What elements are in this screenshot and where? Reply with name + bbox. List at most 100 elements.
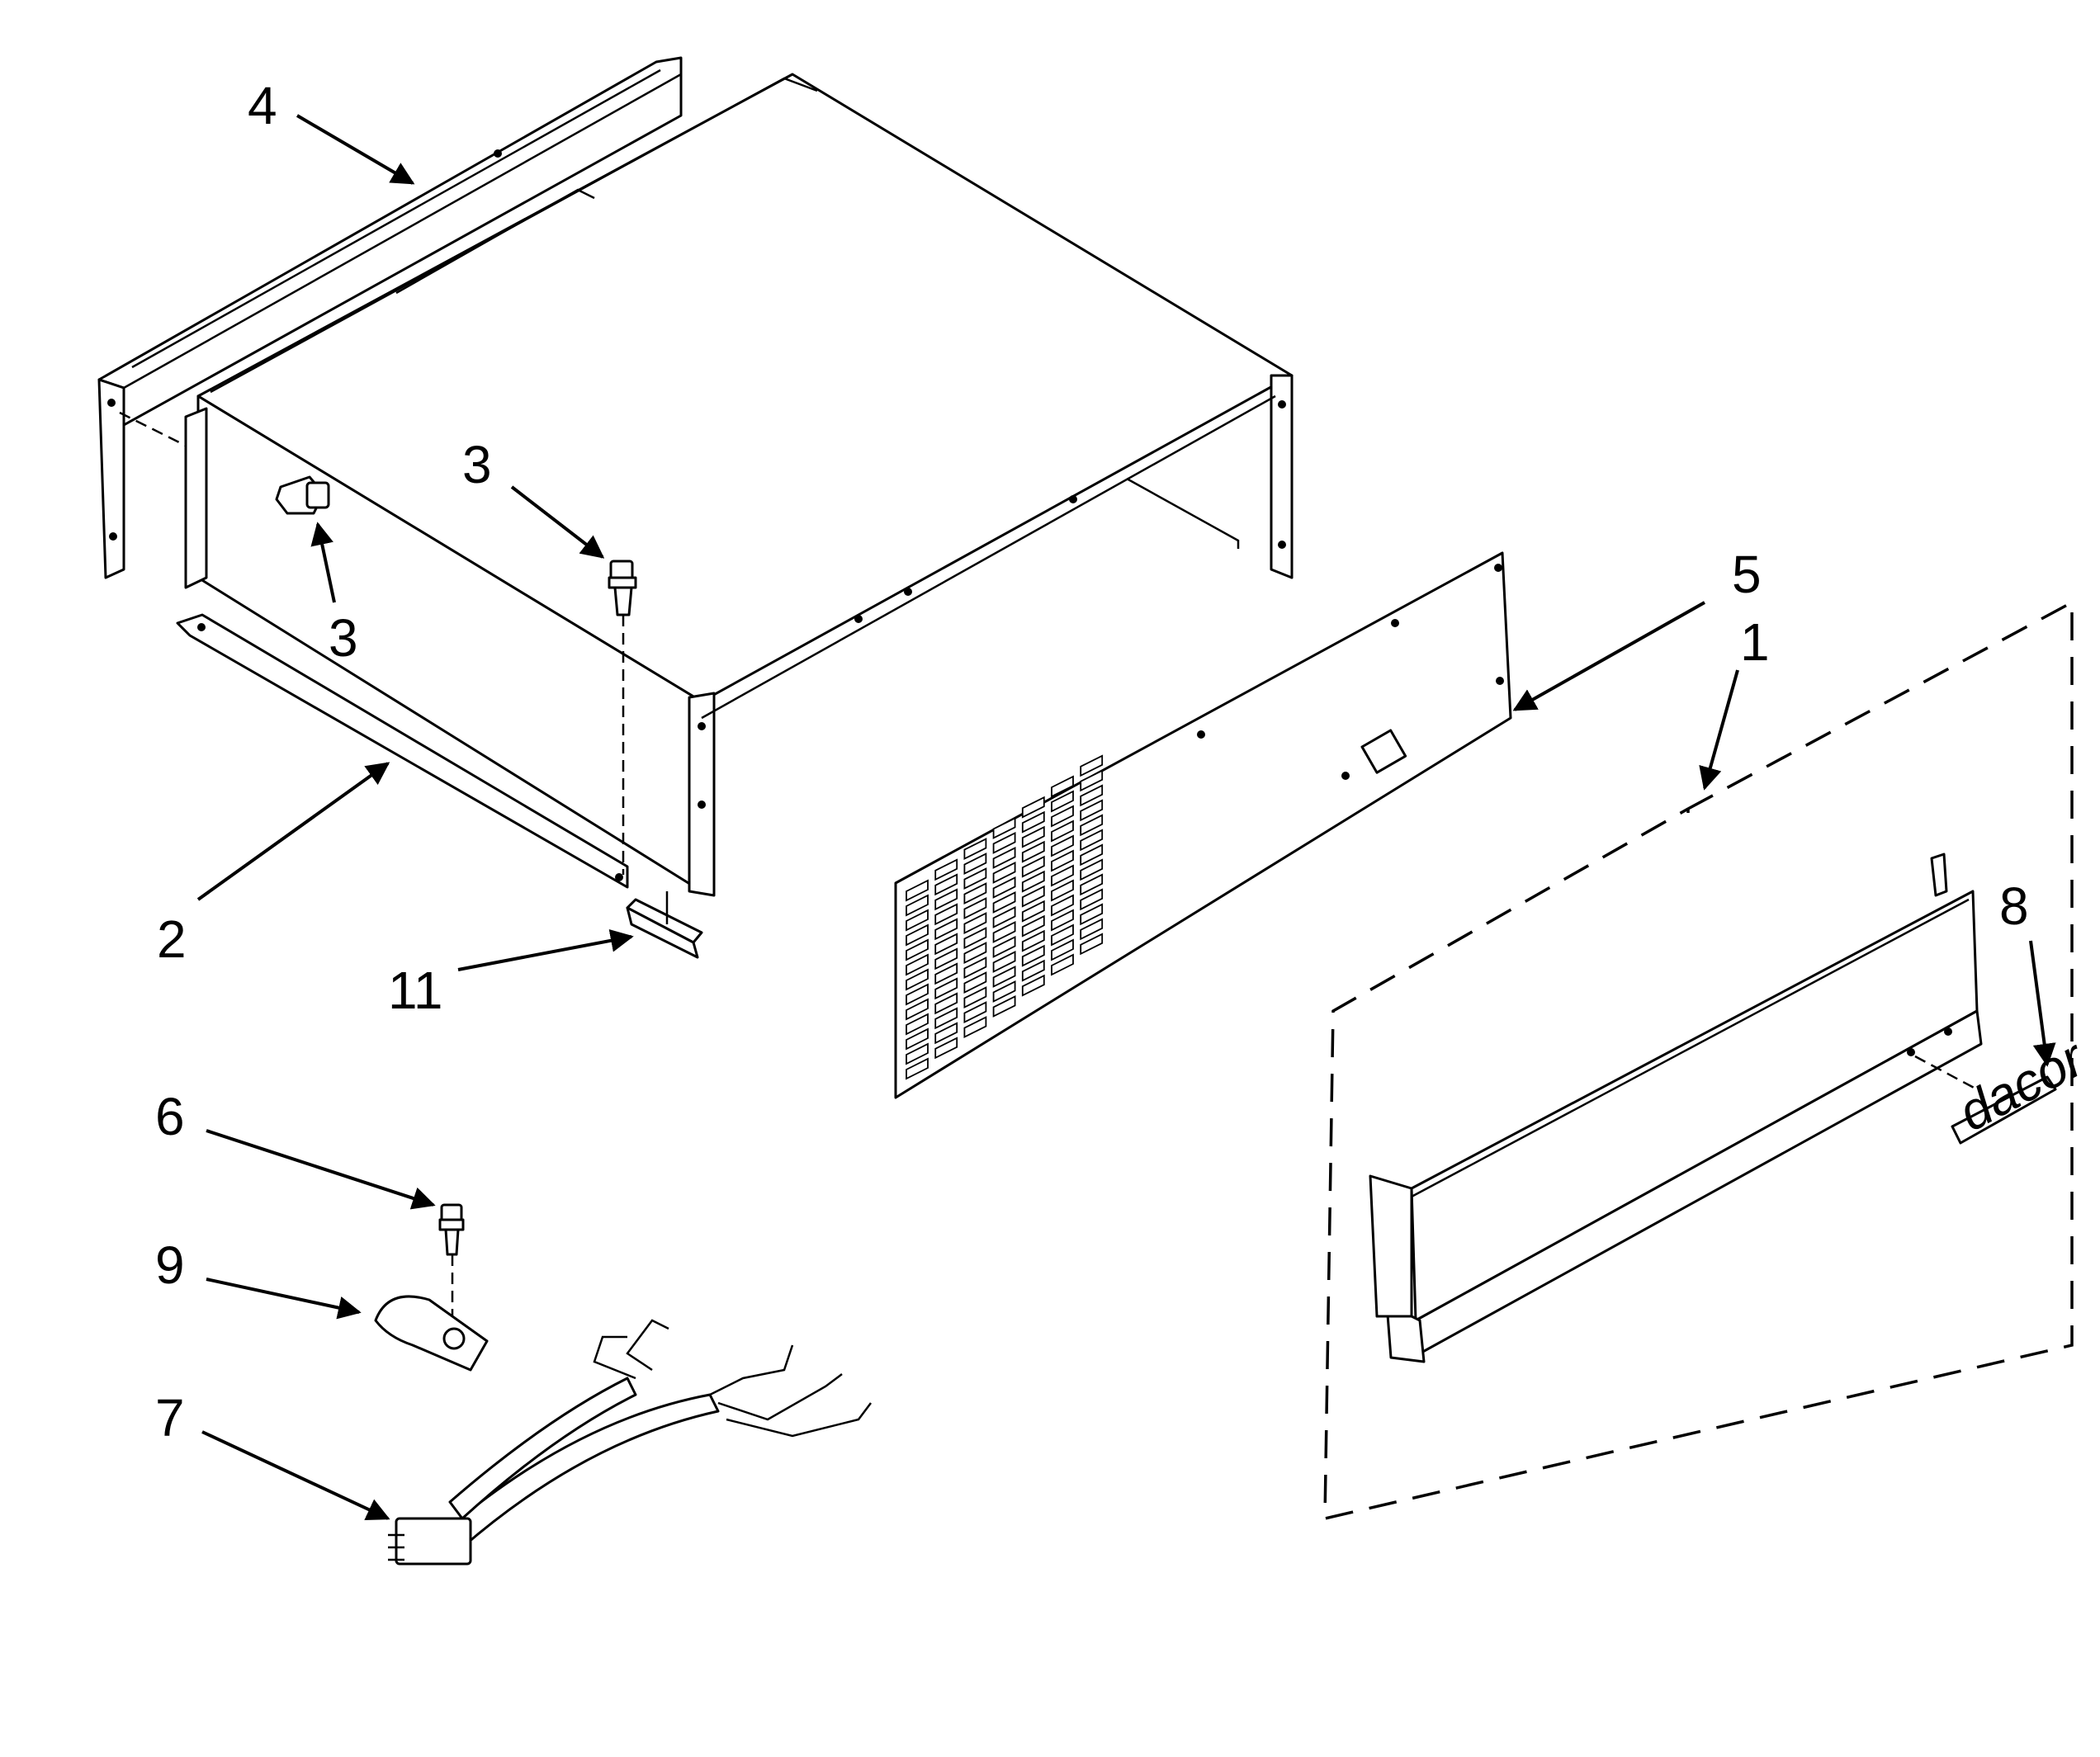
louver-slot xyxy=(934,977,958,1000)
louver-slot xyxy=(906,1013,929,1036)
callout-8: 8 xyxy=(1999,876,2029,936)
louver-slot xyxy=(1021,855,1045,878)
louver-slot xyxy=(1080,829,1104,852)
louver-slot xyxy=(1021,870,1045,893)
louver-slot xyxy=(992,831,1016,854)
louver-slot xyxy=(906,1057,929,1080)
louver-slot xyxy=(963,986,987,1009)
louver-slot xyxy=(906,923,929,947)
louver-slot xyxy=(934,858,958,881)
louver-slot xyxy=(1051,864,1074,887)
callout-3-upper: 3 xyxy=(462,435,492,494)
leader-8 xyxy=(2029,940,2056,1067)
rear-channel-part-4 xyxy=(97,56,683,579)
louver-slot xyxy=(1051,849,1074,872)
louver-slot xyxy=(1051,834,1074,857)
leader-11 xyxy=(457,928,634,971)
louver-slot xyxy=(992,816,1016,839)
louver-slot xyxy=(992,846,1016,869)
screw-left-part-3 xyxy=(275,475,330,515)
leader-1 xyxy=(1699,669,1739,791)
louver-slot xyxy=(934,918,958,941)
louver-slot xyxy=(906,953,929,976)
callout-9: 9 xyxy=(155,1235,185,1295)
louver-slot xyxy=(992,920,1016,943)
louver-slot xyxy=(992,950,1016,973)
louver-slot xyxy=(906,983,929,1006)
louver-slot xyxy=(934,992,958,1015)
louver-slot xyxy=(963,853,987,876)
louver-slot xyxy=(1051,805,1074,828)
callout-1: 1 xyxy=(1740,612,1770,672)
leader-3b xyxy=(510,485,605,559)
louver-slot xyxy=(906,968,929,991)
louver-slot xyxy=(992,980,1016,1003)
louver-slot xyxy=(934,873,958,896)
louver-slot xyxy=(963,1016,987,1039)
louver-slot xyxy=(1051,909,1074,932)
louver-slot xyxy=(992,890,1016,914)
louver-slot xyxy=(963,956,987,980)
louver-slot xyxy=(992,861,1016,884)
leader-arrows xyxy=(196,114,2056,1521)
kick-plate-assembly-part-1 xyxy=(1323,600,2074,1521)
leader-3a xyxy=(310,522,336,603)
leader-5 xyxy=(1512,601,1705,711)
louver-slot xyxy=(906,938,929,961)
louver-slot xyxy=(1080,903,1104,926)
louver-slot xyxy=(963,971,987,994)
louver-slot xyxy=(963,867,987,890)
louver-slot xyxy=(963,897,987,920)
screw-part-6 xyxy=(438,1203,465,1337)
louver-slot xyxy=(1021,959,1045,982)
louver-slot xyxy=(934,1007,958,1030)
louver-slot xyxy=(963,1001,987,1024)
louver-slot xyxy=(1021,885,1045,908)
louver-slot xyxy=(1080,933,1104,956)
louver-slot xyxy=(1080,799,1104,822)
louver-slot xyxy=(1021,825,1045,848)
leader-7 xyxy=(201,1430,390,1521)
leader-9 xyxy=(206,1278,362,1320)
louver-slot xyxy=(1080,888,1104,911)
louver-slot xyxy=(1051,923,1074,947)
louver-slot xyxy=(1080,843,1104,867)
louver-slot xyxy=(1051,879,1074,902)
louver-slot xyxy=(1021,974,1045,997)
louver-slot xyxy=(934,888,958,911)
louver-slot xyxy=(906,879,929,902)
callout-labels: 4 3 3 2 11 5 1 8 6 9 7 xyxy=(155,76,2029,1448)
louver-slot xyxy=(1051,790,1074,813)
leader-2 xyxy=(196,762,390,901)
louver-slot xyxy=(1021,900,1045,923)
louver-slot xyxy=(1080,858,1104,881)
louver-slot xyxy=(1021,944,1045,967)
louver-slot xyxy=(906,1042,929,1065)
louver-slot xyxy=(1021,796,1045,819)
louver-slot xyxy=(1051,819,1074,843)
louver-slot xyxy=(906,1027,929,1051)
wire-harness-part-7 xyxy=(388,1319,872,1566)
louver-slot xyxy=(963,942,987,965)
callout-4: 4 xyxy=(248,76,277,135)
callout-3-lower: 3 xyxy=(329,608,358,668)
louver-slot xyxy=(1021,929,1045,952)
leader-6 xyxy=(206,1129,436,1210)
cabinet-box-part-2 xyxy=(176,73,1294,897)
louver-slot xyxy=(963,838,987,861)
louver-slot xyxy=(963,927,987,950)
louver-slot xyxy=(1021,840,1045,863)
louver-slot xyxy=(1021,810,1045,834)
leader-4 xyxy=(296,114,415,185)
louver-slot xyxy=(992,965,1016,988)
louver-slot xyxy=(1021,914,1045,938)
louver-slot xyxy=(1080,814,1104,837)
louver-slot xyxy=(992,876,1016,899)
louver-slot xyxy=(1080,769,1104,792)
callout-6: 6 xyxy=(155,1087,185,1146)
louver-slot xyxy=(1051,894,1074,917)
louver-slot xyxy=(1051,775,1074,798)
louver-slot xyxy=(1080,754,1104,777)
louver-slot xyxy=(1051,953,1074,976)
